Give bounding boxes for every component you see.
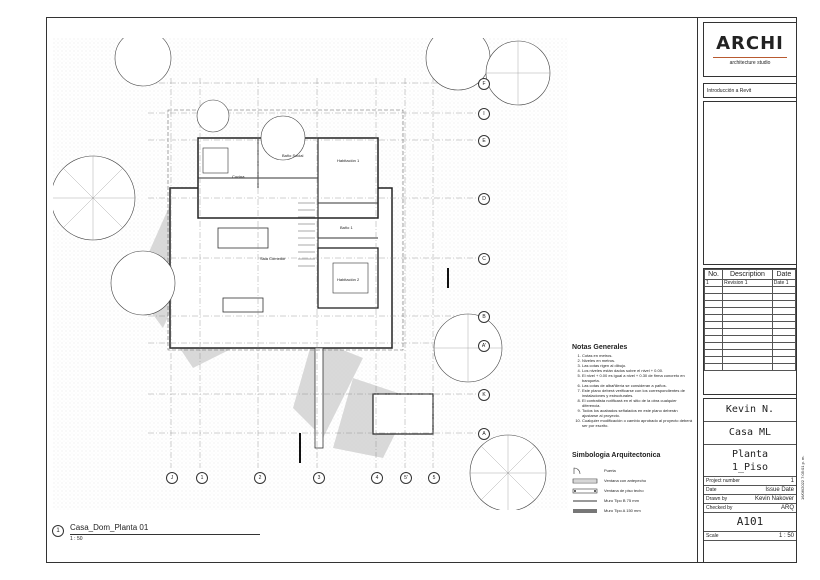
view-caption: 1 Casa_Dom_Planta 01 1 : 50: [52, 520, 262, 546]
notes-title: Notas Generales: [572, 344, 628, 351]
note-item: Cotas en metros.: [582, 353, 694, 358]
field-drawn-by: Drawn by Kevin Nakover: [704, 495, 796, 504]
note-item: El contratista notificará en el sitio de…: [582, 398, 694, 408]
note-item: Niveles en metros.: [582, 358, 694, 363]
field-label: Checked by: [706, 505, 733, 511]
field-value: Issue Date: [765, 487, 794, 493]
window-sill-symbol-icon: [572, 477, 598, 484]
legend-label: Muro Tipo B 75 mm: [604, 497, 639, 503]
notes-list: Cotas en metros.Niveles en metros.Las co…: [572, 353, 694, 428]
general-notes: Notas Generales Cotas en metros.Niveles …: [572, 344, 694, 428]
sheet-name-line1: Planta: [731, 449, 769, 460]
grid-col-bubble: 3: [313, 472, 325, 484]
sheet-info: Kevin N. Casa ML Planta 1_Piso Project n…: [703, 398, 797, 563]
legend-label: Muro Tipo A 150 mm: [604, 507, 641, 513]
room-label-bano-1: Baño 1: [340, 225, 353, 230]
project-name: Casa ML: [704, 422, 796, 445]
wall-b-symbol-icon: [572, 497, 598, 503]
field-value: 1 : 50: [778, 533, 794, 539]
brand-rule: [713, 57, 787, 58]
legend-label: Ventana de piso techo: [604, 487, 644, 493]
grid-row-bubble: K: [478, 389, 490, 401]
designer-name: Kevin N.: [704, 399, 796, 422]
brand-subtitle: architecture studio: [729, 60, 771, 66]
note-item: Las cotas de albañilería se consideran a…: [582, 383, 694, 388]
title-block-blank: [703, 101, 797, 265]
room-label-cocina: Cocina: [232, 174, 245, 179]
note-item: Este plano deberá verificarse con los co…: [582, 388, 694, 398]
grid-col-bubble: 5: [428, 472, 440, 484]
room-label-sala-comedor: Sala Comedor: [260, 256, 286, 261]
revision-table: No. Description Date 1 Revision 1 Date 1: [703, 268, 797, 395]
floor-plan-drawing: [53, 38, 568, 510]
note-item: Los niveles están dados sobre el nivel +…: [582, 368, 694, 373]
note-item: Cualquier modificación o cambio aprobado…: [582, 418, 694, 428]
rev-header-date: Date: [771, 269, 797, 280]
window-floor-symbol-icon: [572, 487, 598, 494]
legend: Simbologia Arquitectonica Puerta Ventana…: [572, 452, 694, 515]
note-item: Todos los acabados señalados en este pla…: [582, 408, 694, 418]
print-timestamp: 16/06/2022 7:05:01 p. m.: [800, 455, 805, 500]
legend-item-door: Puerta: [572, 465, 694, 475]
field-value: Kevin Nakover: [754, 496, 794, 502]
legend-item-wall-b: Muro Tipo B 75 mm: [572, 495, 694, 505]
brand-name: ARCHI: [716, 33, 784, 54]
grid-col-bubble: 1: [196, 472, 208, 484]
grid-row-bubble: C: [478, 253, 490, 265]
brand-logo: ARCHI architecture studio: [703, 22, 797, 77]
rev-cell: Revision 1: [722, 279, 773, 287]
caption-underline: [70, 534, 260, 535]
door-symbol-icon: [572, 467, 598, 475]
sheet-name: Planta 1_Piso: [704, 445, 796, 477]
note-item: Las cotas rigen al dibujo.: [582, 363, 694, 368]
field-date: Date Issue Date: [704, 486, 796, 495]
wall-a-symbol-icon: [572, 507, 598, 513]
field-scale: Scale 1 : 50: [704, 532, 796, 541]
field-label: Drawn by: [706, 496, 728, 502]
grid-row-bubble: B: [478, 311, 490, 323]
title-block-divider: [697, 17, 698, 563]
grid-row-bubble: F: [478, 78, 490, 90]
legend-title: Simbologia Arquitectonica: [572, 452, 661, 459]
grid-col-bubble: 4: [371, 472, 383, 484]
field-label: Date: [706, 487, 717, 493]
room-label-habitacion-2: Habitación 2: [337, 277, 360, 282]
legend-item-window-sill: Ventana con antepecho: [572, 475, 694, 485]
grid-row-bubble: D: [478, 193, 490, 205]
grid-row-bubble: A': [478, 340, 490, 352]
sheet-name-line2: 1_Piso: [731, 462, 769, 473]
rev-header-no: No.: [703, 269, 724, 280]
grid-col-bubble: 2: [254, 472, 266, 484]
view-title: Casa_Dom_Planta 01: [70, 523, 149, 532]
grid-row-bubble: E: [478, 135, 490, 147]
legend-label: Puerta: [604, 467, 616, 473]
room-label-habitacion-1: Habitación 1: [337, 158, 360, 163]
sheet-number: A101: [704, 513, 796, 532]
field-value: 1: [790, 478, 794, 484]
grid-col-bubble: 5': [400, 472, 412, 484]
rev-cell: Date 1: [771, 279, 797, 287]
field-label: Project number: [706, 478, 740, 484]
legend-item-window-floor: Ventana de piso techo: [572, 485, 694, 495]
project-line: Introducción a Revit: [703, 83, 797, 98]
field-value: ARQ: [780, 505, 794, 511]
grid-col-bubble: J: [166, 472, 178, 484]
field-checked-by: Checked by ARQ: [704, 504, 796, 513]
rev-cell: 1: [703, 279, 724, 287]
grid-row-bubble: A: [478, 428, 490, 440]
view-scale: 1 : 50: [70, 536, 83, 542]
rev-header-description: Description: [722, 269, 773, 280]
grid-row-bubble: I: [478, 108, 490, 120]
field-label: Scale: [706, 533, 719, 539]
room-label-bano-social: Baño Social: [282, 153, 304, 158]
legend-label: Ventana con antepecho: [604, 477, 647, 483]
note-item: El nivel + 0.00 es igual a nivel + 0.30 …: [582, 373, 694, 383]
view-number: 1: [52, 525, 64, 537]
legend-item-wall-a: Muro Tipo A 150 mm: [572, 505, 694, 515]
field-project-number: Project number 1: [704, 477, 796, 486]
